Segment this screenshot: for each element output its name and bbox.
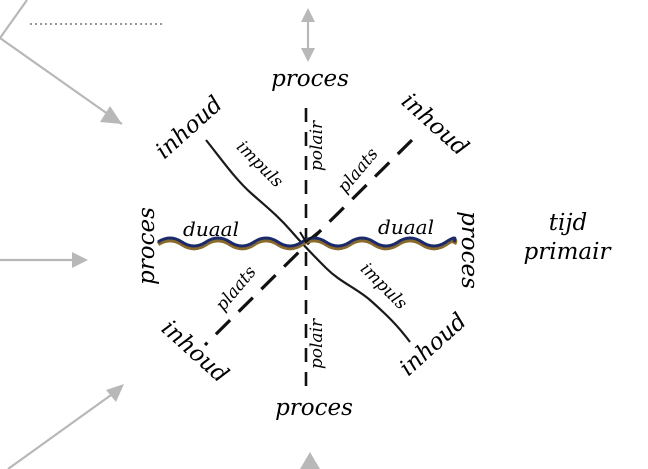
left-proces-label: proces: [134, 207, 160, 285]
center-arrow-icon: [299, 231, 319, 244]
tijd-label: tijd: [549, 210, 587, 236]
duaal-wave-shadow: [156, 237, 458, 251]
decorative-arrows: [0, 0, 320, 469]
diagonal-arrow-icon: [7, 389, 119, 469]
bottom-right-inhoud-label: inhoud: [395, 308, 472, 381]
plaats-lower-label: plaats: [212, 262, 261, 315]
arrowhead-diagonal-icon: [106, 384, 124, 402]
top-right-inhoud-label: inhoud: [396, 88, 473, 161]
chevron-arrow-icon: [0, 0, 123, 125]
polair-bottom-label: polair: [307, 318, 327, 369]
arrowhead-right-icon: [72, 252, 88, 268]
arrowhead-up-icon: [301, 8, 315, 22]
arrowhead-icon: [100, 106, 122, 124]
arrowhead-bottom-icon: [300, 452, 320, 469]
polair-top-label: polair: [307, 120, 327, 171]
arrowhead-down-icon: [301, 48, 315, 62]
bottom-proces-label: proces: [275, 395, 353, 421]
bottom-left-inhoud-label: inhoud: [156, 315, 233, 388]
right-proces-label: proces: [456, 211, 482, 289]
duaal-wave: [157, 236, 457, 248]
duaal-right-label: duaal: [378, 215, 434, 239]
duaal-axis: [156, 236, 458, 251]
duaal-left-label: duaal: [183, 217, 239, 241]
plaats-upper-label: plaats: [334, 144, 383, 197]
impuls-wave: [205, 139, 411, 343]
impuls-lower-label: impuls: [356, 259, 411, 314]
primair-label: primair: [524, 239, 613, 265]
top-proces-label: proces: [271, 66, 349, 92]
